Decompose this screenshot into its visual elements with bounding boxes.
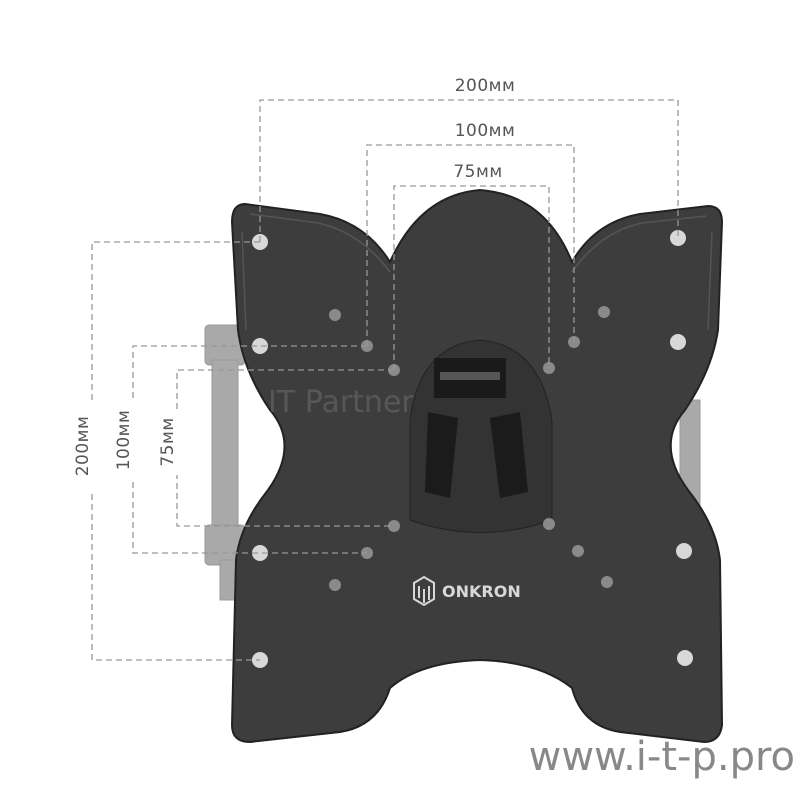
dim-v-200: 200мм <box>73 416 93 477</box>
mounting-hole <box>543 518 555 530</box>
brand-label: ONKRON <box>442 582 521 601</box>
plate-rim <box>241 213 713 331</box>
onkron-logo: ONKRON <box>413 575 521 607</box>
mounting-hole <box>670 334 686 350</box>
mounting-hole <box>677 650 693 666</box>
dim-h-100: 100мм <box>455 121 516 141</box>
dim-v-100: 100мм <box>114 410 134 471</box>
mounting-hole <box>329 309 341 321</box>
mounting-hole <box>670 230 686 246</box>
dim-h-200: 200мм <box>455 76 516 96</box>
mounting-hole <box>572 545 584 557</box>
mounting-hole <box>252 338 268 354</box>
mounting-hole <box>676 543 692 559</box>
mounting-hole <box>598 306 610 318</box>
mounting-hole <box>601 576 613 588</box>
center-bracket <box>409 339 553 533</box>
dim-v-75: 75мм <box>158 417 178 466</box>
watermark-overlay: IT Partner <box>268 385 414 420</box>
dim-h-75: 75мм <box>453 162 502 182</box>
watermark-url: www.i-t-p.pro <box>529 734 795 780</box>
mounting-hole <box>329 579 341 591</box>
mounting-holes <box>252 230 693 668</box>
mounting-hole <box>388 520 400 532</box>
mounting-hole <box>252 545 268 561</box>
